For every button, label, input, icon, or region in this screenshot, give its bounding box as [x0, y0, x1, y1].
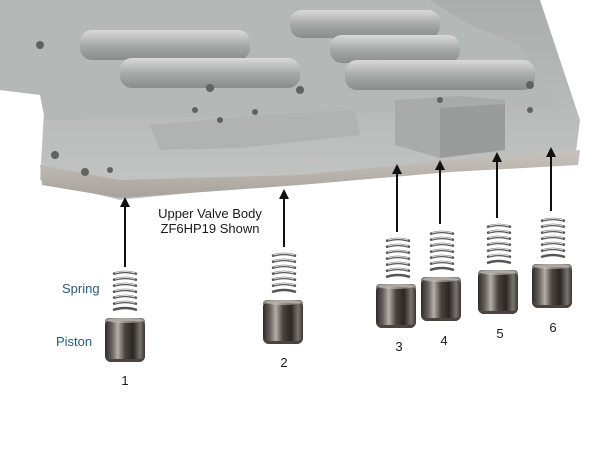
piston-icon [105, 318, 145, 362]
spring-icon [271, 252, 297, 294]
valve-body-image [0, 0, 600, 200]
spring-label: Spring [62, 281, 100, 296]
piston-icon [263, 300, 303, 344]
piston-icon [478, 270, 518, 314]
spring-icon [385, 237, 411, 279]
piston-icon [532, 264, 572, 308]
item-number: 1 [121, 373, 129, 388]
arrow-up-icon [120, 197, 130, 267]
spring-icon [540, 217, 566, 259]
arrow-up-icon [546, 147, 556, 211]
arrow-up-icon [492, 152, 502, 218]
spring-icon [429, 230, 455, 272]
spring-icon [112, 270, 138, 312]
piston-icon [376, 284, 416, 328]
item-number: 5 [496, 326, 504, 341]
item-number: 4 [440, 333, 448, 348]
arrow-up-icon [435, 160, 445, 224]
piston-label: Piston [56, 334, 93, 349]
title-line-1: Upper Valve Body [158, 206, 262, 221]
piston-icon [421, 277, 461, 321]
arrow-up-icon [392, 164, 402, 232]
spring-icon [486, 223, 512, 265]
arrow-up-icon [279, 189, 289, 247]
item-number: 2 [280, 355, 288, 370]
diagram-title: Upper Valve Body ZF6HP19 Shown [150, 206, 270, 236]
item-number: 3 [395, 339, 403, 354]
title-line-2: ZF6HP19 Shown [160, 221, 260, 236]
item-number: 6 [549, 320, 557, 335]
